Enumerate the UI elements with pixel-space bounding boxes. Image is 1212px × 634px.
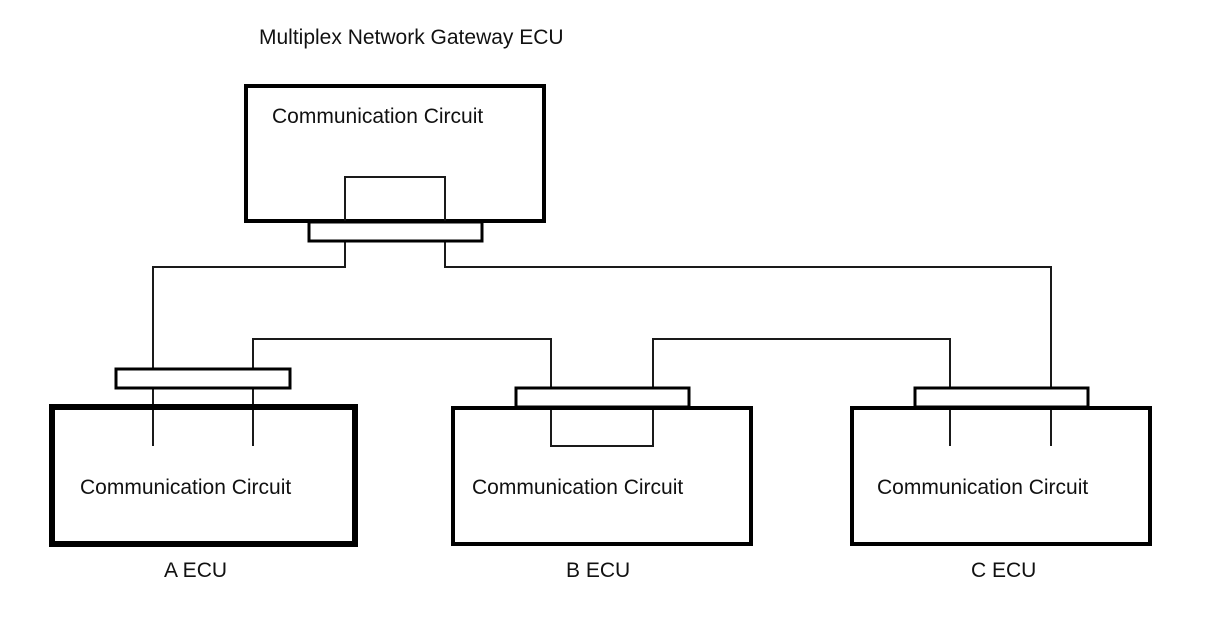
a-ecu-label: A ECU <box>164 559 227 582</box>
c-ecu-connector <box>913 386 1090 409</box>
c-ecu-label: C ECU <box>971 559 1036 582</box>
a-ecu-connector <box>114 367 292 390</box>
wire-gateway-to-a-ecu <box>152 176 1052 446</box>
gateway-box <box>244 84 546 223</box>
wire-a-ecu-to-b-ecu <box>252 338 951 447</box>
b-ecu-circuit-label: Communication Circuit <box>472 476 683 499</box>
b-ecu-label: B ECU <box>566 559 630 582</box>
gateway-circuit-label: Communication Circuit <box>272 105 483 128</box>
c-ecu-circuit-label: Communication Circuit <box>877 476 1088 499</box>
gateway-title: Multiplex Network Gateway ECU <box>259 26 564 49</box>
a-ecu-circuit-label: Communication Circuit <box>80 476 291 499</box>
gateway-connector <box>307 220 484 243</box>
a-ecu-box <box>49 404 358 547</box>
b-ecu-connector <box>514 386 691 409</box>
